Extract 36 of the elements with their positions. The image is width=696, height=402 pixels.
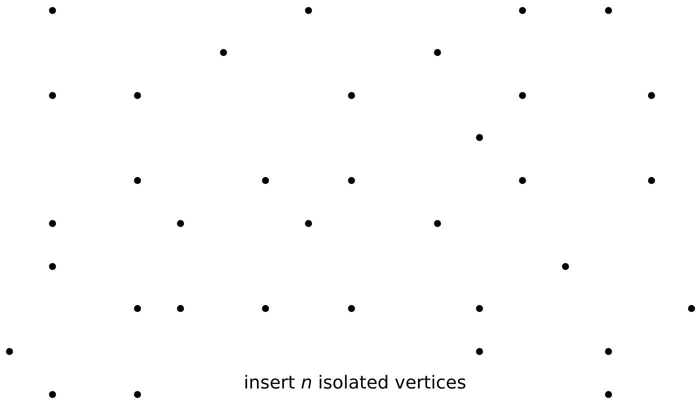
vertex-dot — [648, 176, 654, 184]
vertex-dot — [262, 176, 268, 184]
vertex-dot — [48, 390, 56, 398]
vertex-dot — [304, 6, 312, 14]
caption-text: insert n isolated vertices — [244, 372, 466, 394]
vertex-dot — [348, 176, 354, 184]
vertex-dot — [604, 348, 612, 354]
vertex-dot — [476, 134, 482, 140]
vertex-dot — [688, 304, 694, 312]
vertex-dot — [348, 92, 354, 98]
vertex-dot — [176, 220, 184, 226]
vertex-dot — [48, 6, 56, 14]
vertex-dot — [604, 390, 612, 398]
vertex-dot — [220, 48, 226, 56]
vertex-dot — [134, 304, 140, 312]
vertex-dot — [262, 304, 268, 312]
vertex-dot — [518, 6, 526, 14]
vertex-dot — [6, 348, 12, 354]
vertex-dot — [134, 92, 140, 98]
vertex-dot — [176, 304, 184, 312]
vertex-dot — [134, 176, 140, 184]
vertex-dot — [434, 220, 440, 226]
vertex-dot — [48, 220, 56, 226]
vertex-dot — [134, 390, 140, 398]
vertex-dot — [518, 176, 526, 184]
vertex-dot — [304, 220, 312, 226]
vertex-dot — [348, 304, 354, 312]
vertex-dot — [48, 92, 56, 98]
vertex-dot — [648, 92, 654, 98]
vertex-dot — [434, 48, 440, 56]
vertex-dot — [48, 262, 56, 270]
vertex-dot — [476, 348, 482, 354]
vertex-dot — [604, 6, 612, 14]
vertex-dot — [562, 262, 568, 270]
vertex-dot — [518, 92, 526, 98]
vertex-dot — [476, 304, 482, 312]
